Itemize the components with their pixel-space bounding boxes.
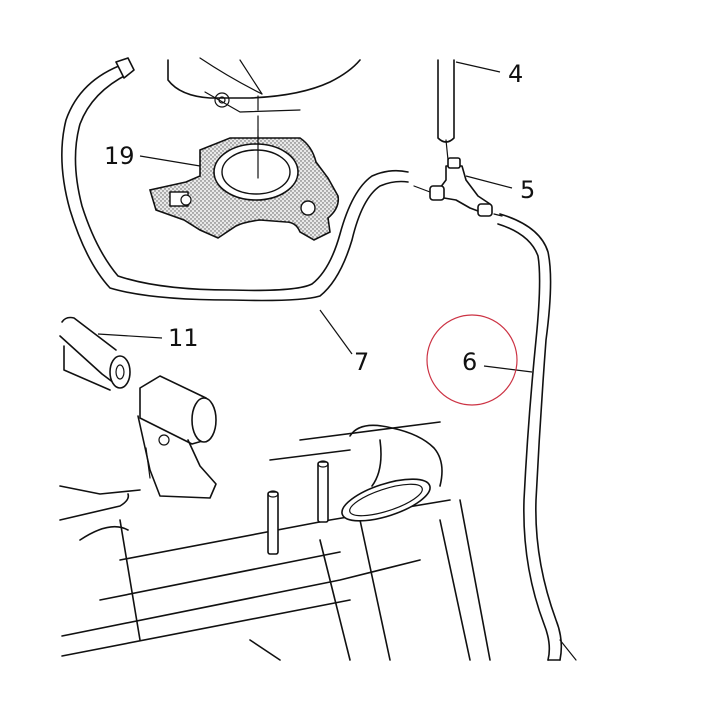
highlight-circle	[426, 314, 518, 406]
hose-7	[61, 57, 409, 302]
callout-4: 4	[508, 60, 523, 88]
elbow-pipe	[341, 424, 443, 522]
flange-gasket-19	[148, 129, 340, 241]
lower-frame	[59, 421, 491, 661]
tee-connector-5	[413, 157, 503, 217]
leader-lines	[97, 61, 533, 373]
tube-11	[59, 316, 131, 391]
callout-19: 19	[104, 142, 135, 170]
callout-7: 7	[354, 348, 369, 376]
callout-6: 6	[462, 348, 477, 376]
mount-cap	[137, 375, 217, 499]
hose-4	[437, 59, 455, 161]
hose-6	[497, 213, 577, 661]
mounting-studs	[267, 460, 329, 555]
callout-11: 11	[168, 324, 199, 352]
upper-housing	[167, 57, 361, 171]
callout-5: 5	[520, 176, 535, 204]
